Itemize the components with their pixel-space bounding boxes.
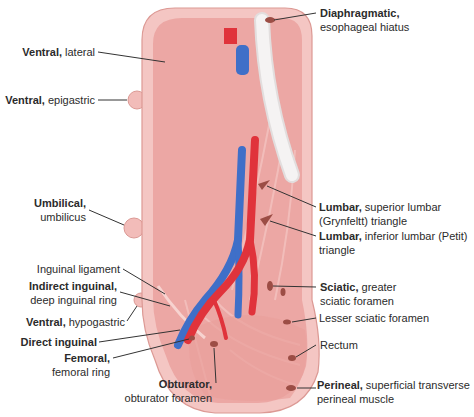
- site-name: Direct inguinal: [21, 336, 97, 348]
- site-name: Lesser sciatic foramen: [319, 312, 429, 324]
- callout-label: Diaphragmatic,esophageal hiatus: [320, 6, 470, 34]
- callout-label: Lumbar,inferior lumbar (Petit) triangle: [319, 229, 471, 257]
- hernia-type: Ventral,: [22, 46, 62, 58]
- hernia-openings: [189, 17, 296, 391]
- callout-label: Ventral,lateral: [5, 45, 95, 59]
- hernia-type: Indirect inguinal,: [7, 279, 117, 293]
- iliac-branch: [214, 300, 226, 338]
- vena-cava-stub: [236, 45, 249, 75]
- hernia-type: Ventral,: [5, 94, 45, 106]
- iliac-artery: [250, 240, 255, 312]
- callout-label: Umbilical,umbilicus: [6, 196, 86, 224]
- callout-label: Perineal,superficial transverse perineal…: [317, 378, 471, 406]
- site-name: epigastric: [48, 94, 95, 106]
- hernia-type: Diaphragmatic,: [320, 6, 470, 20]
- site-name: Inguinal ligament: [37, 263, 120, 275]
- callout-label: Obturator,obturator foramen: [102, 377, 212, 405]
- aorta-stub: [224, 28, 237, 44]
- site-name: umbilicus: [40, 211, 86, 223]
- site-name: femoral ring: [52, 366, 110, 378]
- abdominal-cavity: [153, 18, 307, 403]
- callout-label: Inguinal ligament: [10, 262, 120, 276]
- esophagus-inner: [262, 20, 292, 175]
- callout-label: Rectum: [320, 338, 420, 352]
- hernia-type: Lumbar,: [319, 201, 362, 213]
- site-name: lateral: [65, 46, 95, 58]
- site-name: deep inguinal ring: [30, 294, 117, 306]
- callout-label: Lumbar,superior lumbar (Grynfeltt) trian…: [319, 200, 471, 228]
- aorta: [188, 140, 255, 340]
- iliac-vein: [238, 240, 239, 315]
- callout-label: Direct inguinal: [7, 335, 97, 349]
- umbilical-bulge: [124, 218, 144, 238]
- callout-label: Indirect inguinal,deep inguinal ring: [7, 279, 117, 307]
- callout-label: Lesser sciatic foramen: [319, 311, 471, 325]
- callout-label: Ventral,epigastric: [5, 93, 95, 107]
- hernia-type: Femoral,: [10, 351, 110, 365]
- site-name: hypogastric: [69, 316, 125, 328]
- callout-label: Ventral,hypogastric: [10, 315, 125, 329]
- site-name: Rectum: [320, 339, 358, 351]
- callout-label: Femoral,femoral ring: [10, 351, 110, 379]
- hernia-type: Sciatic,: [320, 281, 359, 293]
- hernia-type: Ventral,: [26, 316, 66, 328]
- esophagus: [262, 20, 292, 175]
- hernia-type: Perineal,: [317, 379, 363, 391]
- hernia-type: Lumbar,: [319, 230, 362, 242]
- abdominal-wall: [142, 8, 319, 413]
- site-name: obturator foramen: [125, 392, 212, 404]
- site-name: esophageal hiatus: [320, 21, 409, 33]
- hernia-type: Umbilical,: [6, 196, 86, 210]
- vena-cava: [178, 150, 242, 345]
- leader-lines: [89, 13, 316, 388]
- callout-label: Sciatic,greater sciatic foramen: [320, 280, 420, 308]
- hernia-type: Obturator,: [102, 377, 212, 391]
